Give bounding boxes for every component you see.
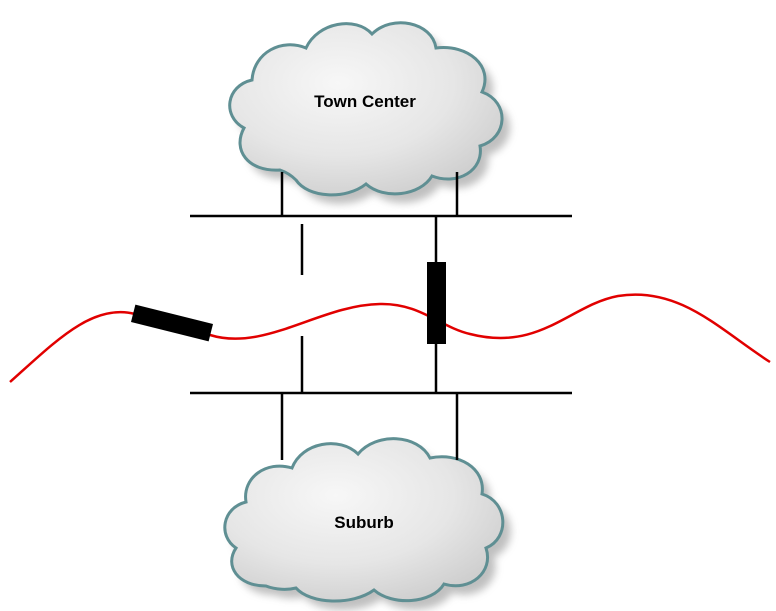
network-lines — [190, 172, 572, 460]
left-device-block — [131, 304, 213, 342]
cloud-shape — [223, 437, 505, 603]
cloud-label-town-center: Town Center — [314, 92, 416, 111]
red-cable-line — [9, 293, 771, 383]
cloud-suburb: Suburb — [223, 437, 511, 611]
cloud-shape — [228, 21, 504, 197]
right-device-block — [427, 262, 446, 344]
cloud-town-center: Town Center — [228, 21, 511, 204]
cloud-label-suburb: Suburb — [334, 513, 394, 532]
